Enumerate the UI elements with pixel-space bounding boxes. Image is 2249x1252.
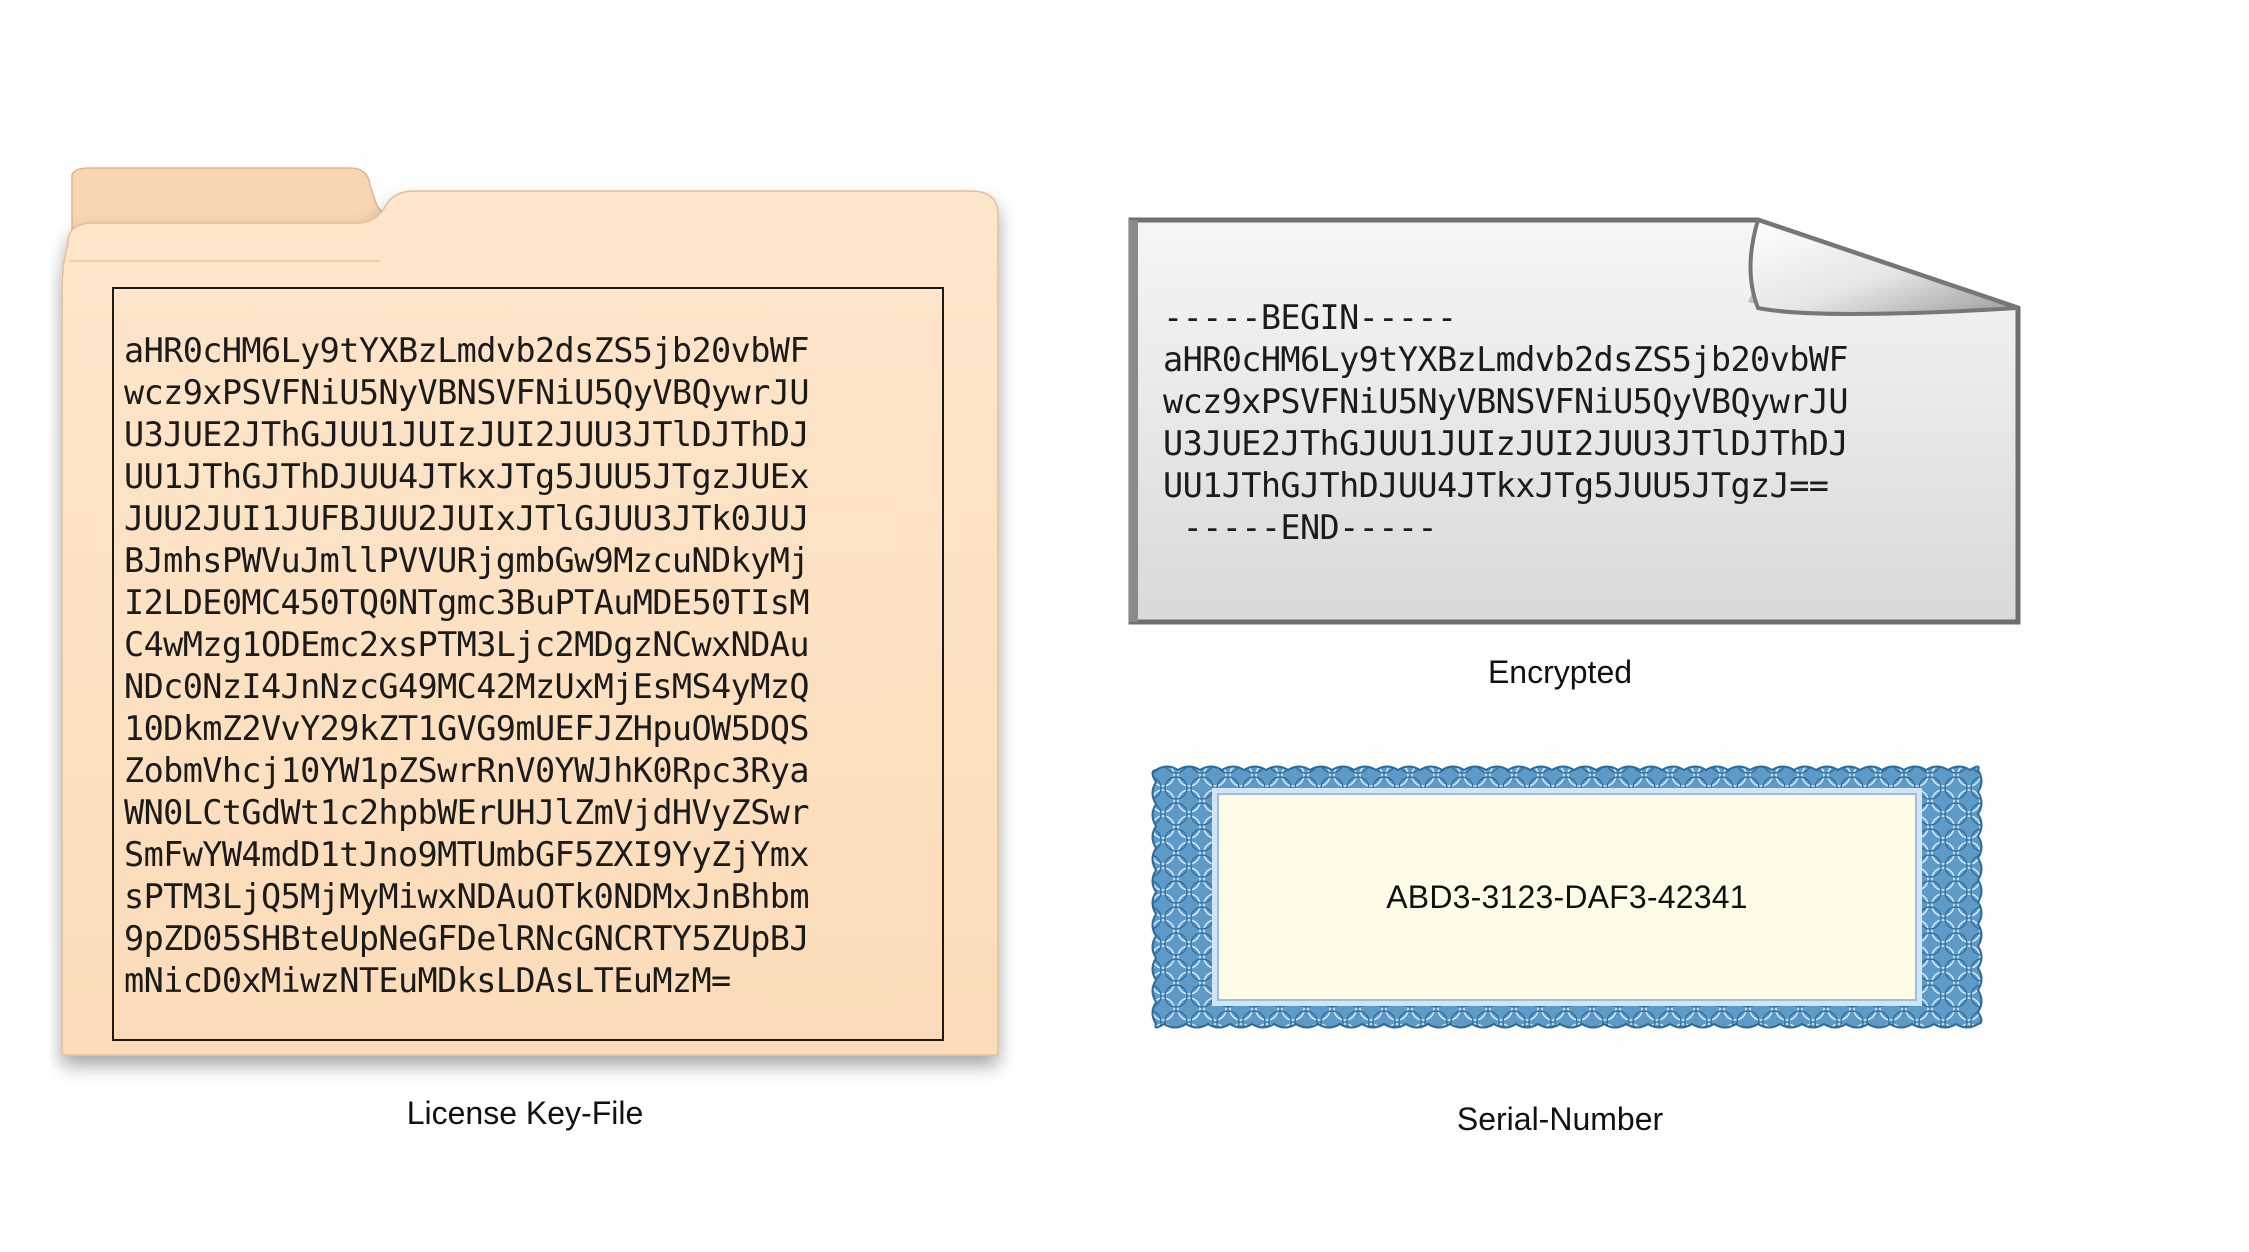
license-key-line: mNicD0xMiwzNTEuMDksLDAsLTEuMzM= [124, 961, 731, 1000]
encrypted-line: wcz9xPSVFNiU5NyVBNSVFNiU5QyVBQywrJU [1163, 382, 1849, 421]
encrypted-line: -----END----- [1163, 508, 1438, 547]
license-key-line: 9pZD05SHBteUpNeGFDelRNcGNCRTY5ZUpBJ [124, 919, 810, 958]
license-key-line: wcz9xPSVFNiU5NyVBNSVFNiU5QyVBQywrJU [124, 373, 810, 412]
license-key-line: NDc0NzI4JnNzcG49MC42MzUxMjEsMS4yMzQ [124, 667, 810, 706]
license-key-line: 10DkmZ2VvY29kZT1GVG9mUEFJZHpuOW5DQS [124, 709, 810, 748]
license-key-line: C4wMzg1ODEmc2xsPTM3Ljc2MDgzNCwxNDAu [124, 625, 810, 664]
encrypted-line: -----BEGIN----- [1163, 298, 1457, 337]
license-key-line: sPTM3LjQ5MjMyMiwxNDAuOTk0NDMxJnBhbm [124, 877, 810, 916]
certificate-icon [1151, 765, 1983, 1029]
serial-number-value: ABD3-3123-DAF3-42341 [1386, 879, 1748, 915]
license-key-line: SmFwYW4mdD1tJno9MTUmbGF5ZXI9YyZjYmx [124, 835, 810, 874]
encrypted-line: U3JUE2JThGJUU1JUIzJUI2JUU3JTlDJThDJ [1163, 424, 1849, 463]
key-file-frame [112, 287, 944, 1041]
license-key-line: JUU2JUI1JUFBJUU2JUIxJTlGJUU3JTk0JUJ [124, 499, 810, 538]
folder-icon [61, 167, 999, 1056]
encrypted-line: UU1JThGJThDJUU4JTkxJTg5JUU5JTgzJ== [1163, 466, 1829, 505]
license-key-line: U3JUE2JThGJUU1JUIzJUI2JUU3JTlDJThDJ [124, 415, 810, 454]
document-page-icon [1128, 217, 2021, 625]
license-key-line: WN0LCtGdWt1c2hpbWErUHJlZmVjdHVyZSwr [124, 793, 810, 832]
serial-number-caption: Serial-Number [1456, 1101, 1664, 1137]
license-key-line: BJmhsPWVuJmllPVVURjgmbGw9MzcuNDkyMj [124, 541, 810, 580]
license-key-file-caption: License Key-File [406, 1095, 644, 1131]
license-key-line: aHR0cHM6Ly9tYXBzLmdvb2dsZS5jb20vbWF [124, 331, 810, 370]
encrypted-text: -----BEGIN-----aHR0cHM6Ly9tYXBzLmdvb2dsZ… [1163, 297, 1849, 549]
license-key-line: ZobmVhcj10YW1pZSwrRnV0YWJhK0Rpc3Rya [124, 751, 810, 790]
encrypted-caption: Encrypted [1487, 654, 1633, 690]
encrypted-line: aHR0cHM6Ly9tYXBzLmdvb2dsZS5jb20vbWF [1163, 340, 1849, 379]
license-key-line: I2LDE0MC450TQ0NTgmc3BuPTAuMDE50TIsM [124, 583, 810, 622]
license-key-line: UU1JThGJThDJUU4JTkxJTg5JUU5JTgzJUEx [124, 457, 810, 496]
